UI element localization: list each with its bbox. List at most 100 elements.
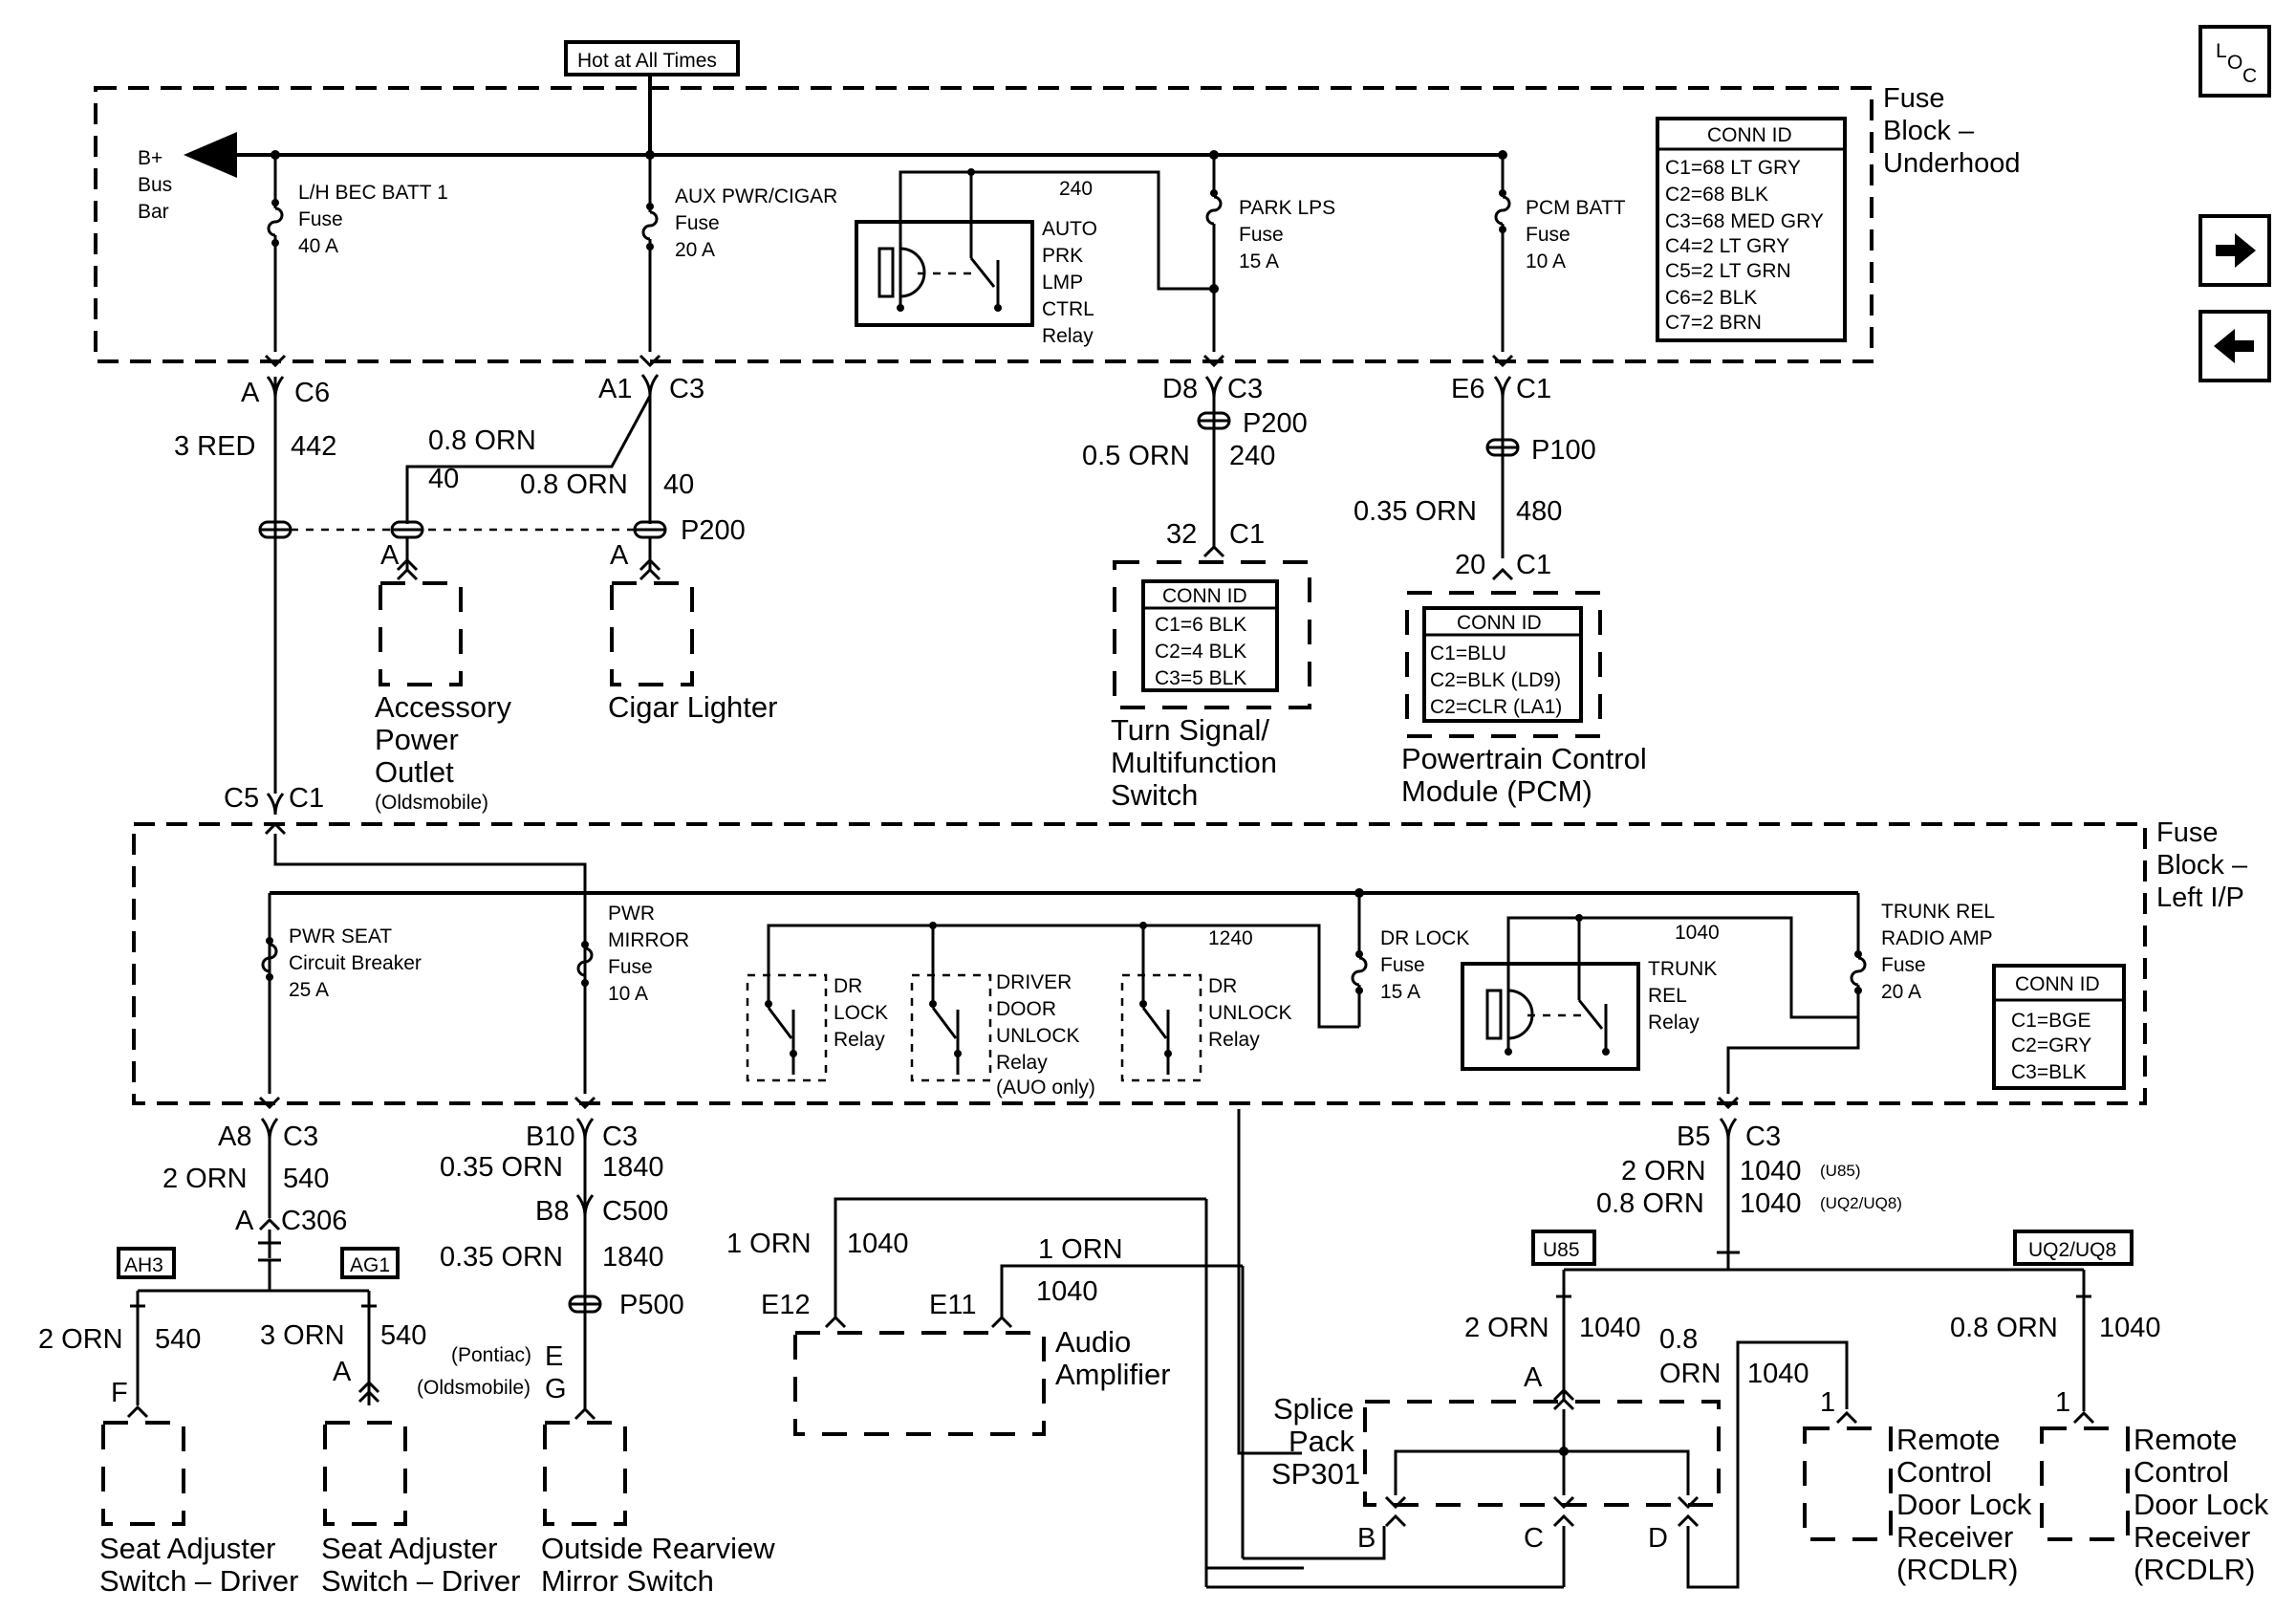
svg-text:1040: 1040 [1036, 1276, 1098, 1307]
accessory-power-outlet-label: Accessory [375, 690, 511, 724]
svg-text:C7=2 BRN: C7=2 BRN [1665, 312, 1762, 334]
mirror-fuse-icon [576, 947, 594, 977]
svg-text:DR: DR [834, 975, 862, 997]
svg-text:3 RED: 3 RED [174, 431, 255, 462]
outside-mirror-label: Outside Rearview [541, 1532, 775, 1565]
svg-text:A: A [333, 1357, 352, 1387]
svg-text:PCM BATT: PCM BATT [1526, 197, 1626, 219]
svg-text:DR: DR [1208, 975, 1237, 997]
svg-text:P100: P100 [1531, 435, 1596, 466]
svg-text:UNLOCK: UNLOCK [996, 1025, 1080, 1047]
svg-text:B: B [1357, 1523, 1375, 1554]
svg-text:C3: C3 [283, 1121, 318, 1152]
svg-text:0.35 ORN: 0.35 ORN [440, 1242, 563, 1273]
svg-text:DOOR: DOOR [996, 998, 1056, 1020]
svg-text:C2=68 BLK: C2=68 BLK [1665, 184, 1768, 206]
svg-text:(Pontiac): (Pontiac) [451, 1344, 531, 1366]
svg-text:A: A [610, 540, 629, 571]
svg-text:P500: P500 [619, 1290, 684, 1320]
hot-at-all-times-label: Hot at All Times [577, 50, 717, 72]
fuse-pcm-batt [1494, 155, 1511, 352]
audio-amplifier-box [793, 1331, 1046, 1436]
svg-text:Door Lock: Door Lock [1896, 1488, 2032, 1521]
audio-amplifier-label: Audio [1055, 1325, 1131, 1359]
svg-text:(Oldsmobile): (Oldsmobile) [417, 1377, 531, 1399]
svg-text:20 A: 20 A [1881, 981, 1921, 1003]
svg-text:1240: 1240 [1208, 927, 1253, 949]
svg-text:TRUNK REL: TRUNK REL [1881, 901, 1995, 923]
fuse-block-underhood-box [94, 86, 1874, 363]
svg-text:0.8 ORN: 0.8 ORN [1950, 1313, 2058, 1343]
svg-text:Block –: Block – [1883, 116, 1975, 146]
svg-text:C: C [1524, 1523, 1544, 1554]
outside-rearview-mirror-switch-box [543, 1421, 627, 1526]
previous-page-arrow-icon[interactable] [2199, 310, 2271, 382]
svg-text:1040: 1040 [1675, 922, 1720, 944]
svg-text:MIRROR: MIRROR [608, 929, 689, 951]
location-icon[interactable]: L O C [2199, 25, 2271, 98]
svg-text:LMP: LMP [1042, 272, 1083, 294]
seat-adjuster-left-label: Seat Adjuster [99, 1532, 275, 1565]
svg-text:Left I/P: Left I/P [2156, 882, 2244, 913]
svg-text:25 A: 25 A [289, 979, 329, 1001]
svg-text:E6: E6 [1451, 374, 1484, 404]
svg-text:CONN ID: CONN ID [2015, 973, 2100, 995]
svg-text:Circuit Breaker: Circuit Breaker [289, 952, 422, 974]
svg-text:Multifunction: Multifunction [1111, 746, 1277, 779]
svg-text:Receiver: Receiver [1896, 1520, 2013, 1554]
svg-text:C3: C3 [1227, 374, 1263, 404]
seat-adjuster-switch-left-box [101, 1421, 185, 1526]
svg-text:Relay: Relay [834, 1029, 885, 1051]
svg-text:P200: P200 [1243, 408, 1308, 439]
svg-text:Bar: Bar [138, 201, 169, 223]
svg-text:40 A: 40 A [298, 235, 338, 257]
svg-text:Fuse: Fuse [675, 212, 720, 234]
svg-text:1040: 1040 [2099, 1313, 2161, 1343]
svg-text:C1: C1 [1516, 374, 1551, 404]
svg-text:C: C [2242, 65, 2257, 87]
svg-text:Pack: Pack [1289, 1425, 1354, 1458]
svg-text:Relay: Relay [996, 1052, 1048, 1074]
svg-text:G: G [545, 1374, 567, 1404]
svg-text:L: L [2216, 40, 2227, 62]
fuse-lh-bec-batt-1 [267, 155, 284, 352]
svg-text:Fuse: Fuse [298, 208, 343, 230]
svg-text:A: A [380, 540, 400, 571]
svg-text:ORN: ORN [1659, 1359, 1721, 1389]
turn-signal-conn-id-table [1141, 579, 1279, 692]
svg-text:C1=BGE: C1=BGE [2011, 1010, 2090, 1032]
svg-text:CONN ID: CONN ID [1707, 124, 1792, 146]
svg-text:LOCK: LOCK [834, 1002, 888, 1024]
svg-text:(Oldsmobile): (Oldsmobile) [375, 792, 488, 814]
svg-text:Fuse: Fuse [1881, 954, 1926, 976]
svg-text:SP301: SP301 [1271, 1457, 1360, 1491]
option-u85-box [1531, 1230, 1596, 1266]
svg-text:1040: 1040 [1740, 1188, 1802, 1219]
next-page-arrow-icon[interactable] [2199, 214, 2271, 287]
svg-text:0.8 ORN: 0.8 ORN [1596, 1188, 1704, 1219]
svg-text:DR LOCK: DR LOCK [1380, 927, 1469, 949]
svg-text:(RCDLR): (RCDLR) [1896, 1553, 2018, 1586]
svg-text:C3: C3 [602, 1121, 638, 1152]
svg-text:RADIO AMP: RADIO AMP [1881, 927, 1993, 949]
svg-text:UQ2/UQ8: UQ2/UQ8 [2028, 1239, 2116, 1261]
underhood-conn-id-table [1656, 117, 1847, 342]
svg-text:0.35 ORN: 0.35 ORN [1354, 496, 1477, 527]
rcdlr-2-label: Remote [2134, 1423, 2238, 1456]
svg-text:442: 442 [291, 431, 336, 462]
svg-text:3 ORN: 3 ORN [260, 1320, 345, 1351]
svg-text:1040: 1040 [847, 1229, 909, 1259]
option-ag1-box [340, 1247, 400, 1279]
svg-text:C2=GRY: C2=GRY [2011, 1034, 2091, 1056]
svg-text:Mirror Switch: Mirror Switch [541, 1564, 714, 1598]
svg-text:1840: 1840 [602, 1242, 664, 1273]
svg-text:C2=BLK (LD9): C2=BLK (LD9) [1430, 669, 1561, 691]
svg-text:C3=5 BLK: C3=5 BLK [1155, 667, 1246, 689]
svg-text:C5: C5 [224, 783, 259, 814]
svg-text:B8: B8 [535, 1196, 569, 1227]
svg-text:C3=68 MED GRY: C3=68 MED GRY [1665, 210, 1824, 232]
rcdlr-1-label: Remote [1896, 1423, 2001, 1456]
splice-pack-sp301-box [1363, 1400, 1721, 1507]
left-ip-conn-id-table [1992, 964, 2126, 1090]
